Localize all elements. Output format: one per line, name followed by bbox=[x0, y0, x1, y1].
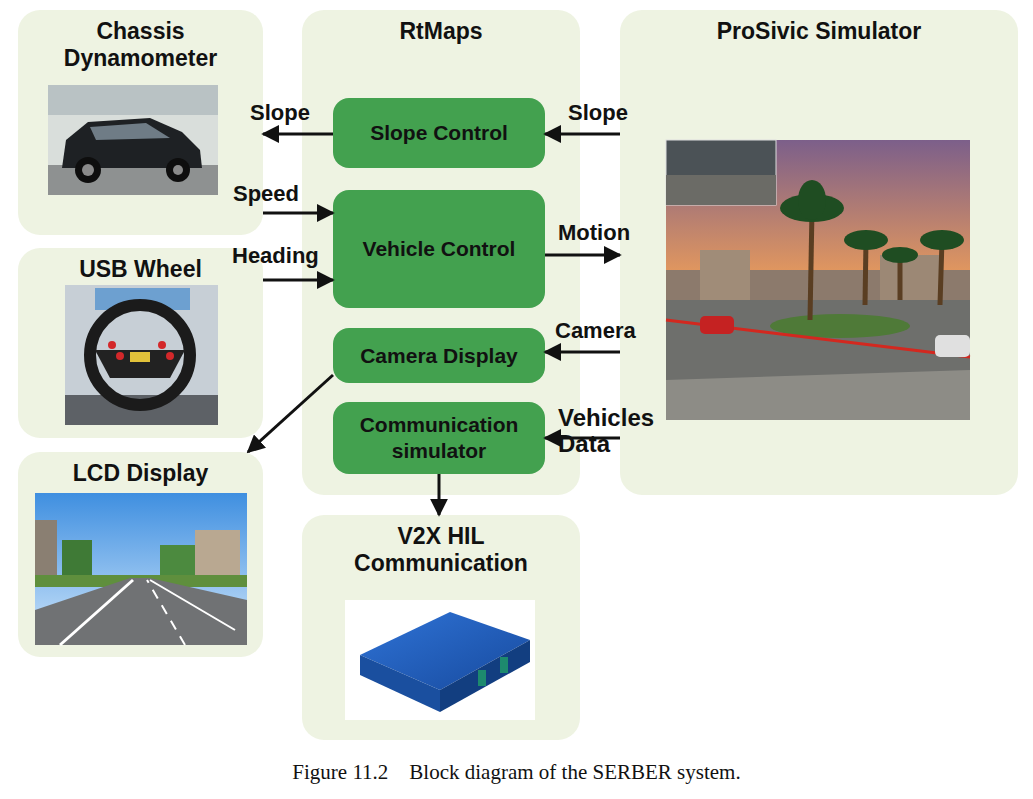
component-panel: USB Wheel bbox=[18, 248, 263, 438]
panel-title: ProSivic Simulator bbox=[639, 18, 999, 45]
prosivic-scene bbox=[666, 140, 970, 420]
component-panel: V2X HIL Communication bbox=[302, 515, 580, 740]
signal-arrow bbox=[263, 279, 333, 282]
steering-wheel-photo bbox=[65, 285, 218, 425]
signal-arrow bbox=[545, 437, 620, 440]
panel-title: USB Wheel bbox=[31, 256, 251, 283]
signal-arrow bbox=[263, 133, 333, 136]
process-box: Vehicle Control bbox=[333, 190, 545, 308]
signal-arrow bbox=[438, 474, 441, 515]
panel-title: LCD Display bbox=[31, 460, 251, 487]
signal-arrow bbox=[263, 212, 333, 215]
signal-arrow bbox=[545, 133, 620, 136]
panel-title: V2X HIL Communication bbox=[341, 523, 541, 577]
figure-caption: Figure 11.2 Block diagram of the SERBER … bbox=[0, 760, 1033, 785]
signal-arrow bbox=[248, 375, 333, 452]
process-box: Communication simulator bbox=[333, 402, 545, 474]
component-panel: LCD Display bbox=[18, 452, 263, 657]
panel-title: Chassis Dynamometer bbox=[46, 18, 236, 72]
component-panel: RtMapsSlope ControlVehicle ControlCamera… bbox=[302, 10, 580, 495]
box-label: Vehicle Control bbox=[355, 236, 524, 262]
signal-arrow bbox=[545, 351, 620, 354]
lcd-screenshot bbox=[35, 493, 247, 645]
process-box: Camera Display bbox=[333, 328, 545, 383]
v2x-device-photo bbox=[345, 600, 535, 720]
box-label: Communication simulator bbox=[333, 412, 545, 464]
car-photo bbox=[48, 85, 218, 195]
signal-arrow bbox=[545, 254, 620, 257]
panel-title: RtMaps bbox=[321, 18, 561, 45]
component-panel: ProSivic Simulator bbox=[620, 10, 1018, 495]
process-box: Slope Control bbox=[333, 98, 545, 168]
component-panel: Chassis Dynamometer bbox=[18, 10, 263, 235]
box-label: Camera Display bbox=[352, 343, 526, 369]
box-label: Slope Control bbox=[362, 120, 516, 146]
